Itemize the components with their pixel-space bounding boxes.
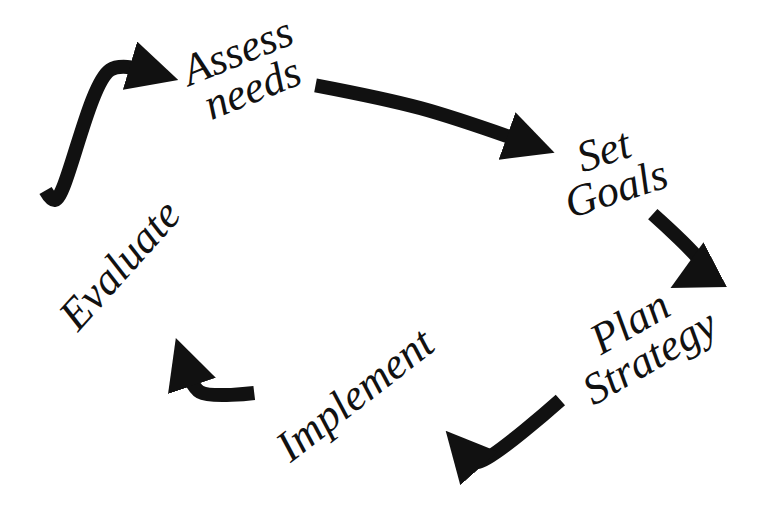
cycle-arrow (653, 214, 705, 271)
cycle-arrow (187, 372, 254, 396)
stage-label: Assess needs (160, 5, 329, 135)
stage-label: Plan Strategy (546, 263, 733, 417)
cycle-arrow (46, 67, 145, 200)
stage-text: Assess needs (160, 5, 329, 135)
stage-text: Implement (240, 299, 470, 491)
cycle-arrow (469, 400, 560, 462)
stage-text: Set Goals (536, 112, 684, 228)
stage-label: Set Goals (536, 112, 684, 228)
stage-label: Implement (240, 299, 470, 491)
cycle-arrow (316, 85, 522, 141)
stage-text: Plan Strategy (546, 263, 733, 417)
